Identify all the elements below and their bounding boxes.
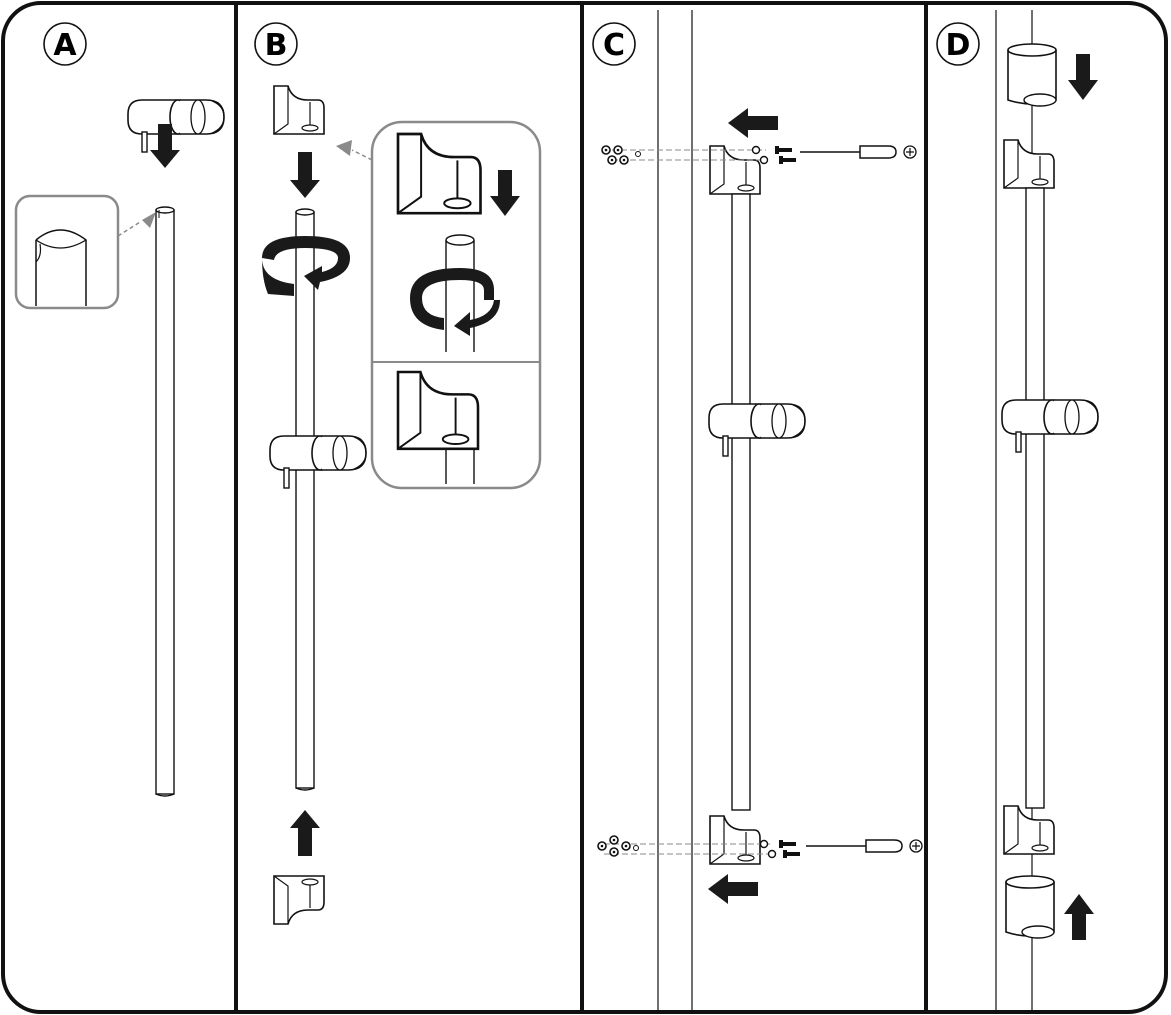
panel-a xyxy=(14,99,225,797)
wall-plug-icon xyxy=(621,841,631,851)
bottom-bracket-d xyxy=(1003,805,1055,855)
bottom-bracket-b xyxy=(273,875,325,925)
fixings-bottom xyxy=(597,835,923,859)
step-label-d: D xyxy=(946,28,971,63)
rail-a xyxy=(155,206,175,797)
rotate-arrow-icon xyxy=(262,236,350,296)
panel-c xyxy=(597,10,923,1012)
wall-plug-icon xyxy=(609,847,619,857)
left-arrow-icon xyxy=(708,874,758,904)
step-badge-a: A xyxy=(43,22,87,66)
rail-detail xyxy=(445,234,475,352)
wall-plug-icon xyxy=(613,145,623,155)
rail-c xyxy=(731,193,751,811)
wall-plug-icon xyxy=(601,145,611,155)
panel-b xyxy=(262,85,542,925)
screwdriver-icon xyxy=(799,145,917,159)
down-arrow-icon xyxy=(490,170,520,216)
top-bracket-d xyxy=(1003,139,1055,189)
step-badge-b: B xyxy=(254,22,298,66)
step-label-b: B xyxy=(265,28,288,63)
rail-b xyxy=(295,208,315,791)
wall-plug-icon xyxy=(609,835,619,845)
step-label-c: C xyxy=(603,28,625,63)
down-arrow-icon xyxy=(1068,54,1098,100)
rail-d xyxy=(1025,187,1045,809)
up-arrow-icon xyxy=(1064,894,1094,940)
step-badge-d: D xyxy=(936,22,980,66)
callout-detail-a xyxy=(14,194,156,310)
slider-bracket-a xyxy=(127,99,225,153)
screw-icon xyxy=(775,146,792,154)
cover-cap-bottom xyxy=(1005,875,1055,939)
wall-plug-icon xyxy=(607,155,617,165)
screw-icon xyxy=(783,850,800,858)
screw-icon xyxy=(779,156,796,164)
cover-cap-top xyxy=(1007,43,1057,107)
screw-icon xyxy=(779,840,796,848)
step-badge-c: C xyxy=(592,22,636,66)
fixings-top xyxy=(601,145,917,165)
down-arrow-icon xyxy=(150,124,180,168)
up-arrow-icon xyxy=(290,810,320,856)
down-arrow-icon xyxy=(290,152,320,198)
top-bracket-b xyxy=(273,85,325,135)
callout-detail-b xyxy=(336,120,542,490)
screwdriver-icon xyxy=(805,839,923,853)
rotate-arrow-icon xyxy=(410,268,500,336)
panel-d xyxy=(995,10,1099,1012)
left-arrow-icon xyxy=(728,108,778,138)
bottom-bracket-c xyxy=(709,815,761,865)
wall-plug-icon xyxy=(597,841,607,851)
pointer-icon xyxy=(336,140,352,156)
top-bracket-c xyxy=(709,145,761,195)
wall-plug-icon xyxy=(619,155,629,165)
slider-bracket-b xyxy=(269,435,367,489)
slider-bracket-d xyxy=(1001,399,1099,453)
step-label-a: A xyxy=(53,28,77,63)
pointer-icon xyxy=(142,212,156,228)
slider-bracket-c xyxy=(708,403,806,457)
